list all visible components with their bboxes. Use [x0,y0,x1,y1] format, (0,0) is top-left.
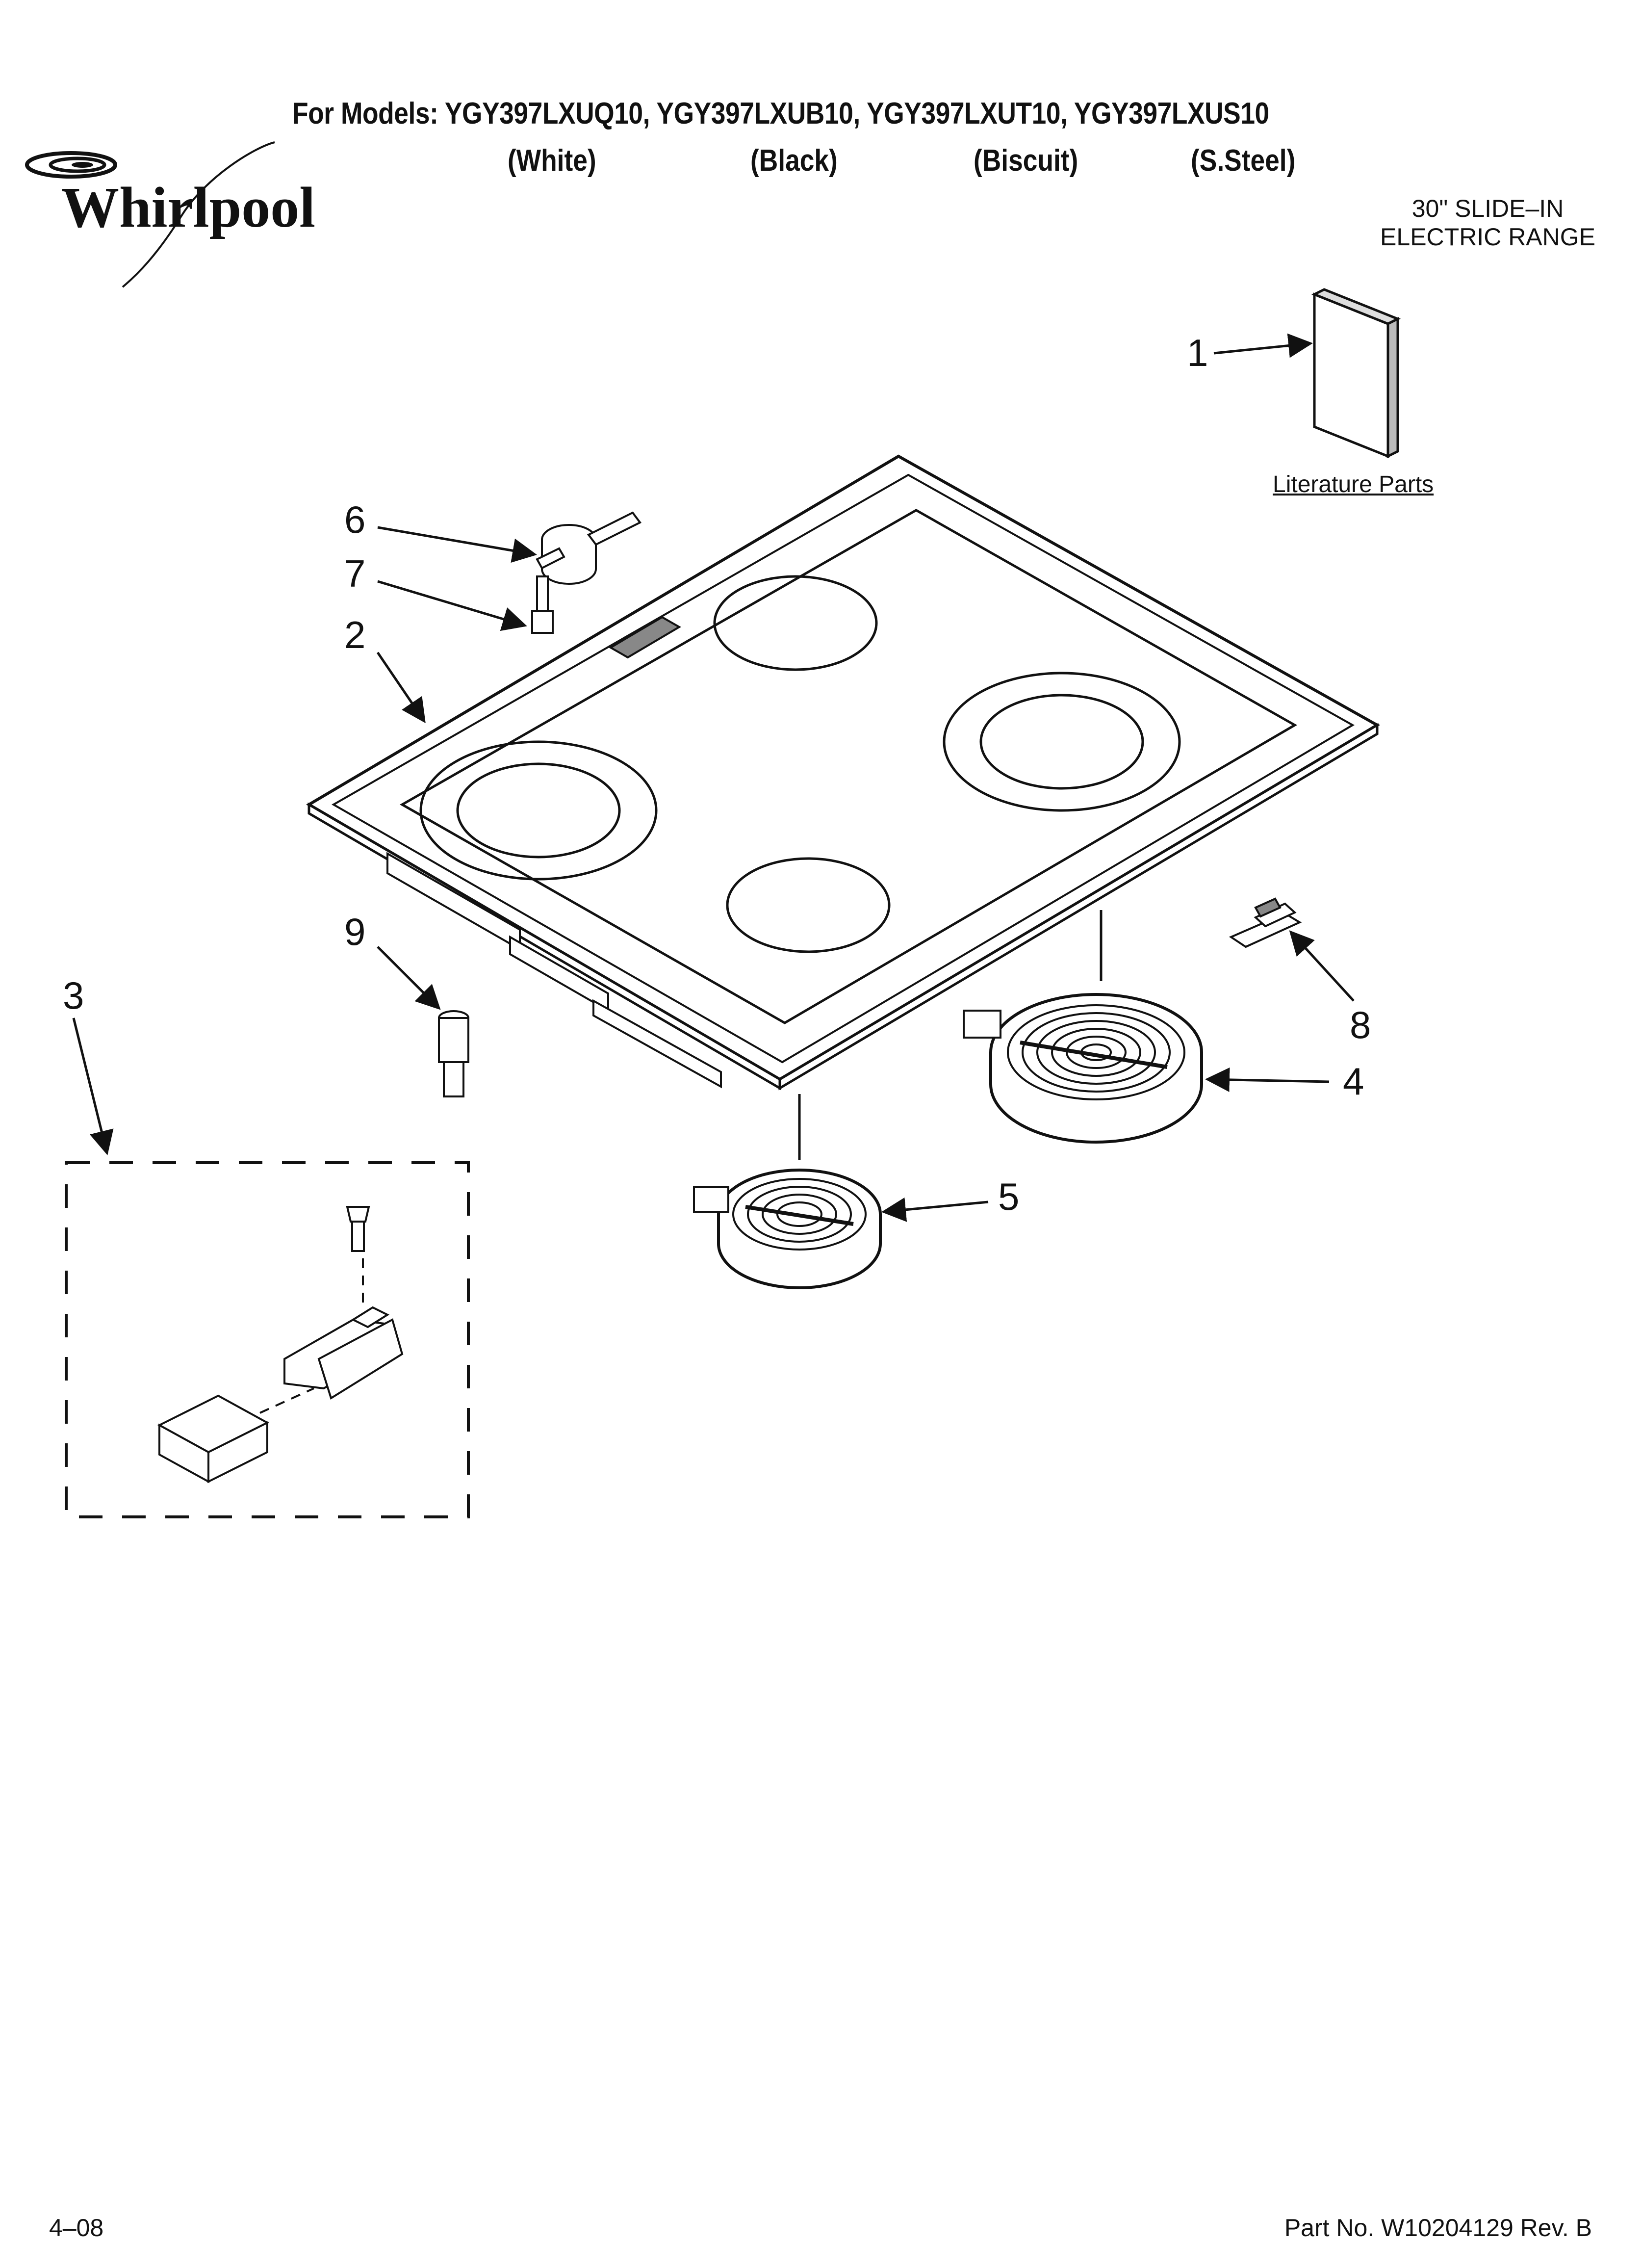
callout-6: 6 [344,498,366,541]
whirlpool-logo: Whirlpool [25,141,315,288]
callout-9: 9 [344,910,366,953]
callout-5: 5 [998,1175,1020,1218]
color-label-steel: (S.Steel) [1191,144,1296,178]
large-radiant-element [963,993,1203,1144]
cooktop-glass [306,454,1381,1091]
callout-2: 2 [344,613,366,656]
range-type-line2: ELECTRIC RANGE [1380,223,1595,251]
part-number: Part No. W10204129 Rev. B [1284,2214,1592,2242]
callout-4: 4 [1343,1060,1364,1103]
small-radiant-element [693,1169,882,1289]
literature-parts-booklet [1311,288,1401,459]
kit-block [157,1394,270,1484]
callout-8: 8 [1350,1003,1371,1046]
cooktop-switch-part [536,511,642,585]
color-label-black: (Black) [750,144,838,178]
kit-bracket [283,1306,404,1400]
color-label-white: (White) [508,144,596,178]
callout-3: 3 [63,974,84,1017]
date-code: 4–08 [49,2214,104,2242]
range-type: 30" SLIDE–IN ELECTRIC RANGE [1380,194,1595,251]
callout-7: 7 [344,552,366,595]
literature-parts-label: Literature Parts [1273,471,1434,497]
kit-dashed-box [65,1161,470,1518]
callout-1: 1 [1187,331,1208,374]
range-type-line1: 30" SLIDE–IN [1411,195,1564,222]
indicator-lamp [438,1010,469,1097]
mounting-screw [531,575,554,634]
kit-screw [346,1206,370,1252]
element-clip [1229,897,1302,948]
color-label-biscuit: (Biscuit) [974,144,1078,178]
models-header: For Models: YGY397LXUQ10, YGY397LXUB10, … [292,97,1269,130]
